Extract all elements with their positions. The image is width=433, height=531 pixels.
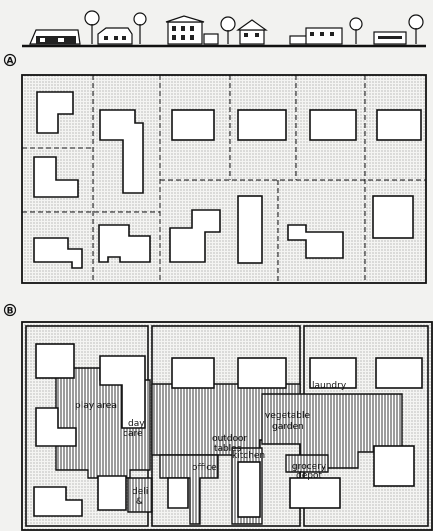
laundry-label: laundry: [312, 381, 347, 391]
house-footprint: [35, 343, 75, 379]
grocery-depot-label-line1: grocery: [292, 462, 327, 472]
vegetable-garden-area: [261, 393, 403, 469]
outdoor-tables-label-line2: tables: [214, 444, 242, 454]
grocery-depot-label-line2: depot: [296, 471, 322, 481]
outdoor-tables-label-line1: outdoor: [212, 434, 247, 444]
tree-icon: [220, 16, 236, 44]
house-icon: [165, 15, 219, 45]
house-footprint: [33, 156, 79, 198]
panel-a-letter: A: [7, 57, 14, 67]
house-footprint: [373, 445, 415, 487]
house-footprint: [237, 109, 287, 141]
kitchen-label: kitchen: [232, 451, 265, 461]
house-footprint: [169, 209, 221, 263]
house-footprint: [98, 224, 151, 263]
house-footprints: [33, 91, 422, 269]
vegetable-garden-label-line1: vegetable: [265, 411, 310, 421]
day-care-label-line2: care: [123, 429, 143, 439]
tree-icon: [84, 10, 100, 44]
day-care-label-line1: day: [128, 419, 145, 429]
play-area-label: play area: [75, 401, 117, 411]
house-footprint: [372, 195, 414, 239]
house-icon: [373, 31, 407, 45]
panel-b-marker: B: [3, 303, 17, 317]
house-footprints-b: [33, 343, 423, 518]
house-footprint: [171, 109, 215, 141]
house-footprint: [99, 355, 146, 429]
street-elevation: [22, 10, 426, 48]
house-footprint: [376, 109, 422, 141]
house-footprint: [35, 407, 77, 447]
tree-icon: [408, 14, 424, 44]
house-footprint: [167, 477, 189, 509]
house-footprint: [33, 237, 83, 269]
house-icon: [97, 27, 133, 45]
tree-icon: [133, 12, 147, 44]
grocery-area: [285, 454, 329, 473]
house-footprint: [309, 357, 357, 389]
house-footprint: [237, 461, 261, 518]
house-footprint: [375, 357, 423, 389]
house-footprint: [309, 109, 357, 141]
panel-b-letter: B: [7, 307, 14, 317]
house-icon: [236, 19, 268, 45]
area-labels: play area day care outdoor tables kitche…: [75, 381, 347, 507]
house-footprint: [171, 357, 215, 389]
deli-label-line2: &: [136, 497, 143, 507]
vegetable-garden-label-line2: garden: [272, 422, 304, 432]
house-footprint: [36, 91, 74, 134]
panel-a-marker: A: [3, 53, 17, 67]
panel-a-site-plan: [21, 74, 427, 284]
house-footprint: [97, 475, 127, 511]
panel-b-site-plan: play area day care outdoor tables kitche…: [21, 321, 433, 531]
house-footprint: [237, 357, 287, 389]
house-icon: [289, 27, 343, 45]
tree-icon: [349, 17, 363, 44]
house-icon: [29, 29, 81, 45]
lot-lines: [22, 75, 426, 283]
house-footprint: [33, 486, 83, 517]
office-label: office: [192, 463, 217, 473]
house-footprint: [289, 477, 341, 509]
house-footprint: [237, 195, 263, 264]
deli-area: [127, 477, 153, 513]
house-footprint: [99, 109, 144, 194]
deli-label-line1: deli: [132, 487, 148, 497]
panel-a-site: [21, 74, 427, 284]
house-footprint: [287, 224, 344, 259]
